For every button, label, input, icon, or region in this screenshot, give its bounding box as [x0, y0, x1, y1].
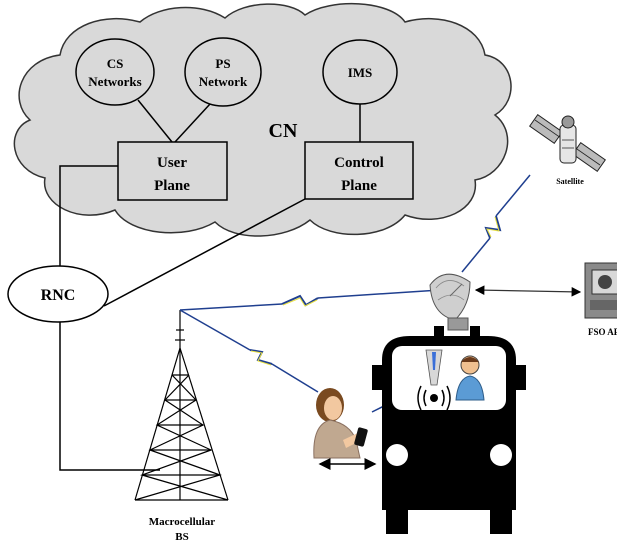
link-dish-fso [474, 285, 582, 297]
cs-networks-label-1: CS [107, 56, 124, 71]
fso-ap-label: FSO AP [588, 327, 617, 337]
satellite-icon [529, 113, 606, 173]
cloud-shape [13, 2, 512, 237]
satellite-label: Satellite [556, 177, 584, 186]
wireless-link-bs-dish [179, 289, 441, 311]
link-cs-userplane [137, 99, 173, 143]
cs-networks-label-2: Networks [88, 74, 141, 89]
passenger-icon [455, 355, 485, 401]
cn-label: CN [269, 120, 298, 142]
link-controlplane-rnc [103, 198, 306, 307]
ims-label: IMS [348, 65, 373, 80]
bs-label-1: Macrocellular [149, 516, 215, 528]
ims-node: IMS [322, 39, 398, 105]
wireless-link-bs-user [179, 309, 319, 393]
ps-network-label-2: Network [199, 74, 248, 89]
cs-networks-node: CS Networks [75, 38, 155, 106]
control-plane-label-2: Plane [341, 178, 377, 194]
link-rnc-bs [59, 322, 160, 471]
link-userplane-rnc [59, 165, 118, 268]
macrocellular-tower [134, 310, 229, 501]
user-plane-label-1: User [157, 155, 187, 171]
ps-network-label-1: PS [215, 56, 230, 71]
control-plane-label-1: Control [334, 155, 384, 171]
mobile-user-icon [313, 388, 368, 459]
rnc-label: RNC [41, 287, 76, 304]
bus-icon [372, 326, 526, 534]
fso-ap-icon [584, 262, 617, 319]
rnc-node: RNC [7, 265, 109, 323]
link-ps-userplane [174, 103, 211, 143]
bs-label-2: BS [175, 531, 188, 543]
control-plane-node: Control Plane [304, 141, 414, 200]
bus-access-point-icon [417, 349, 451, 411]
wireless-link-dish-satellite [461, 174, 531, 273]
user-plane-node: User Plane [117, 141, 228, 201]
core-network-cloud [13, 2, 512, 237]
ps-network-node: PS Network [184, 37, 262, 107]
user-plane-label-2: Plane [154, 178, 190, 194]
satellite-dish-icon [429, 273, 471, 331]
